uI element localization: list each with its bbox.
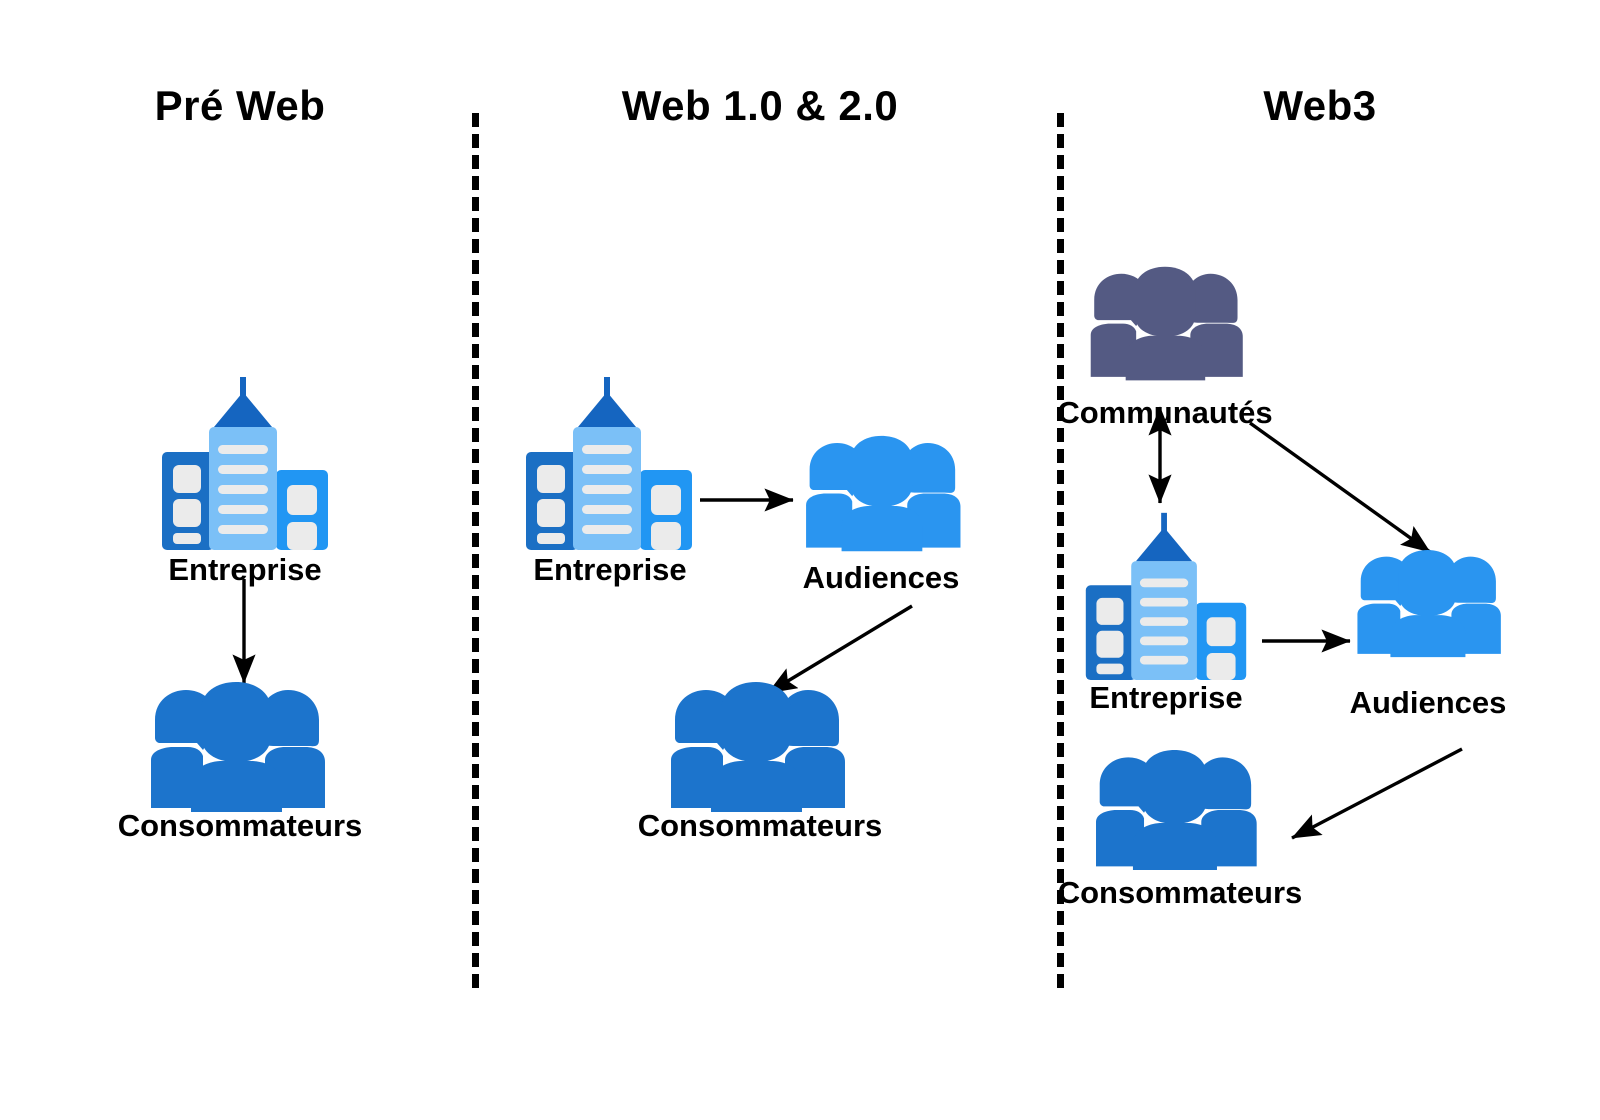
building-icon xyxy=(520,372,698,550)
label-web12-entreprise: Entreprise xyxy=(533,552,687,587)
arrow-web3-communautes-to-audiences xyxy=(1249,421,1431,554)
label-web3-entreprise: Entreprise xyxy=(1089,680,1243,715)
divider-2 xyxy=(1057,113,1064,988)
building-icon xyxy=(1080,508,1252,680)
label-web3-consommateurs: Consommateurs xyxy=(1057,875,1303,910)
divider-1 xyxy=(472,113,479,988)
people-group-icon xyxy=(1072,748,1277,873)
label-web3-audiences: Audiences xyxy=(1349,685,1507,720)
column-title-web-1-2: Web 1.0 & 2.0 xyxy=(621,82,899,129)
people-group-icon xyxy=(645,680,867,815)
label-web12-audiences: Audiences xyxy=(802,560,960,595)
label-web12-consommateurs: Consommateurs xyxy=(637,808,883,843)
label-pre-web-entreprise: Entreprise xyxy=(168,552,322,587)
people-group-icon xyxy=(125,680,347,815)
people-group-icon xyxy=(783,434,980,554)
people-group-icon xyxy=(1068,265,1262,383)
column-title-web3: Web3 xyxy=(1263,82,1377,129)
people-group-icon xyxy=(1336,548,1519,660)
label-pre-web-consommateurs: Consommateurs xyxy=(117,808,363,843)
label-web3-communautes: Communautés xyxy=(1057,395,1273,430)
arrow-web3-audiences-to-consommateurs xyxy=(1291,747,1463,840)
column-title-pre-web: Pré Web xyxy=(154,82,326,129)
building-icon xyxy=(156,372,334,550)
